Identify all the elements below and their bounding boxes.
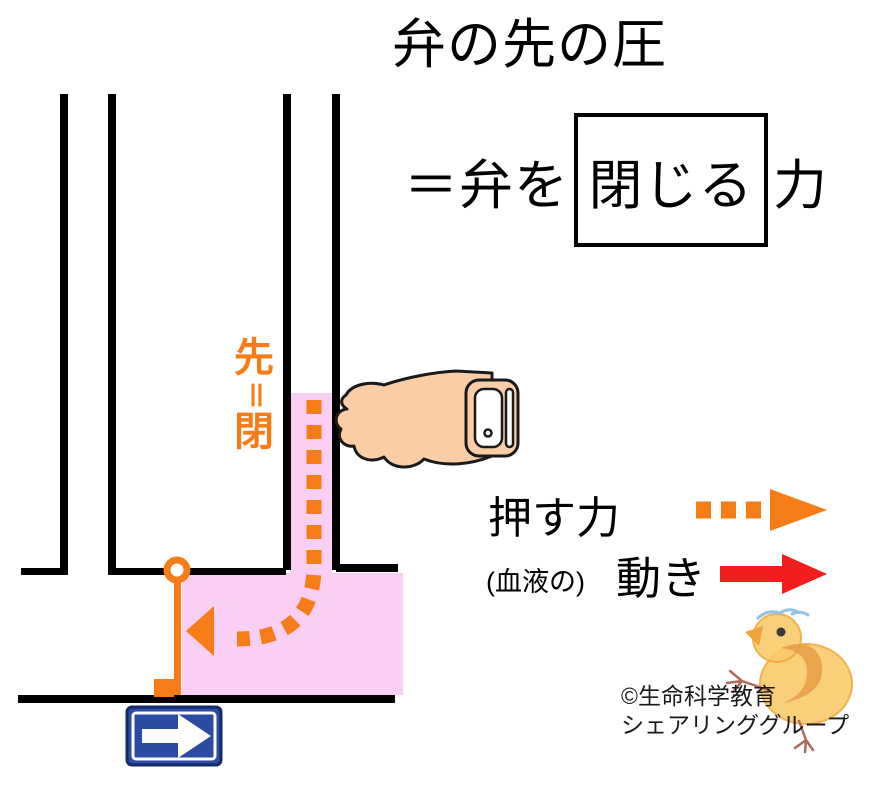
push-force-arrowhead-icon <box>186 606 214 656</box>
vessel-walls <box>18 94 398 703</box>
cuff-slot-narrow <box>504 387 515 449</box>
sign-inner-border <box>131 711 217 761</box>
push-force-path <box>186 400 322 656</box>
red-solid-right-arrow-icon <box>720 566 786 582</box>
equation-suffix: 力 <box>773 155 828 216</box>
valve-tip-equals: ＝ <box>238 380 271 410</box>
wall-left-outer <box>60 94 68 575</box>
wall-right-outer <box>332 94 340 570</box>
sign-arrow-shaft <box>142 729 180 743</box>
chick-back-leg <box>793 719 815 754</box>
pressure-region <box>182 393 403 695</box>
equation-boxed-word: 閉じる <box>588 155 754 216</box>
valve-tip-char-saki: 先 <box>234 336 274 380</box>
copyright-line2: シェアリンググループ <box>621 712 850 738</box>
valve-base-block <box>154 679 174 697</box>
chick-eye <box>776 627 786 637</box>
chick-wing <box>781 644 823 703</box>
wall-left-inner <box>108 94 116 575</box>
wall-left-outer-foot <box>21 568 64 575</box>
valve-hinge-icon <box>163 556 191 584</box>
wall-left-inner-foot <box>112 568 170 575</box>
valve-leaflet <box>154 556 191 697</box>
red-arrowhead-icon <box>782 554 827 594</box>
crayon-chick-icon <box>725 608 853 754</box>
equation-row: ＝弁を 閉じる 力 <box>404 112 828 248</box>
copyright-line1: ©生命科学教育 <box>621 683 776 709</box>
cuff-dot <box>483 428 493 438</box>
chick-front-leg <box>725 669 770 694</box>
equation-prefix: ＝弁を <box>404 155 569 216</box>
wall-right-outer-foot <box>336 564 398 572</box>
equation-box: 閉じる <box>574 113 768 247</box>
sign-arrowhead <box>178 714 211 758</box>
orange-arrowhead-icon <box>770 489 827 531</box>
hand-pointing-left-icon <box>334 369 520 469</box>
legend-push-label: 押す力 <box>488 494 620 543</box>
legend-move-arrow <box>720 554 827 594</box>
valve-tip-label: 先 ＝ 閉 <box>228 336 280 454</box>
legend-move-qualifier: (血液の) <box>486 567 585 597</box>
pressure-pool <box>182 573 403 695</box>
blue-right-arrow-sign-icon <box>125 705 223 767</box>
chick-beak <box>745 626 763 646</box>
page-title: 弁の先の圧 <box>392 15 667 75</box>
cuff-slot-large <box>473 387 504 449</box>
legend-push-arrow <box>696 489 827 531</box>
valve-tip-char-hei: 閉 <box>234 410 274 454</box>
wall-bottom <box>18 695 395 703</box>
copyright: ©生命科学教育 シェアリンググループ <box>621 682 849 740</box>
valve-stem <box>174 578 181 695</box>
legend-move-label: 動き <box>616 553 707 604</box>
wall-middle-shelf <box>188 568 286 575</box>
chick-tuft <box>756 608 810 620</box>
wall-right-inner <box>283 94 291 570</box>
